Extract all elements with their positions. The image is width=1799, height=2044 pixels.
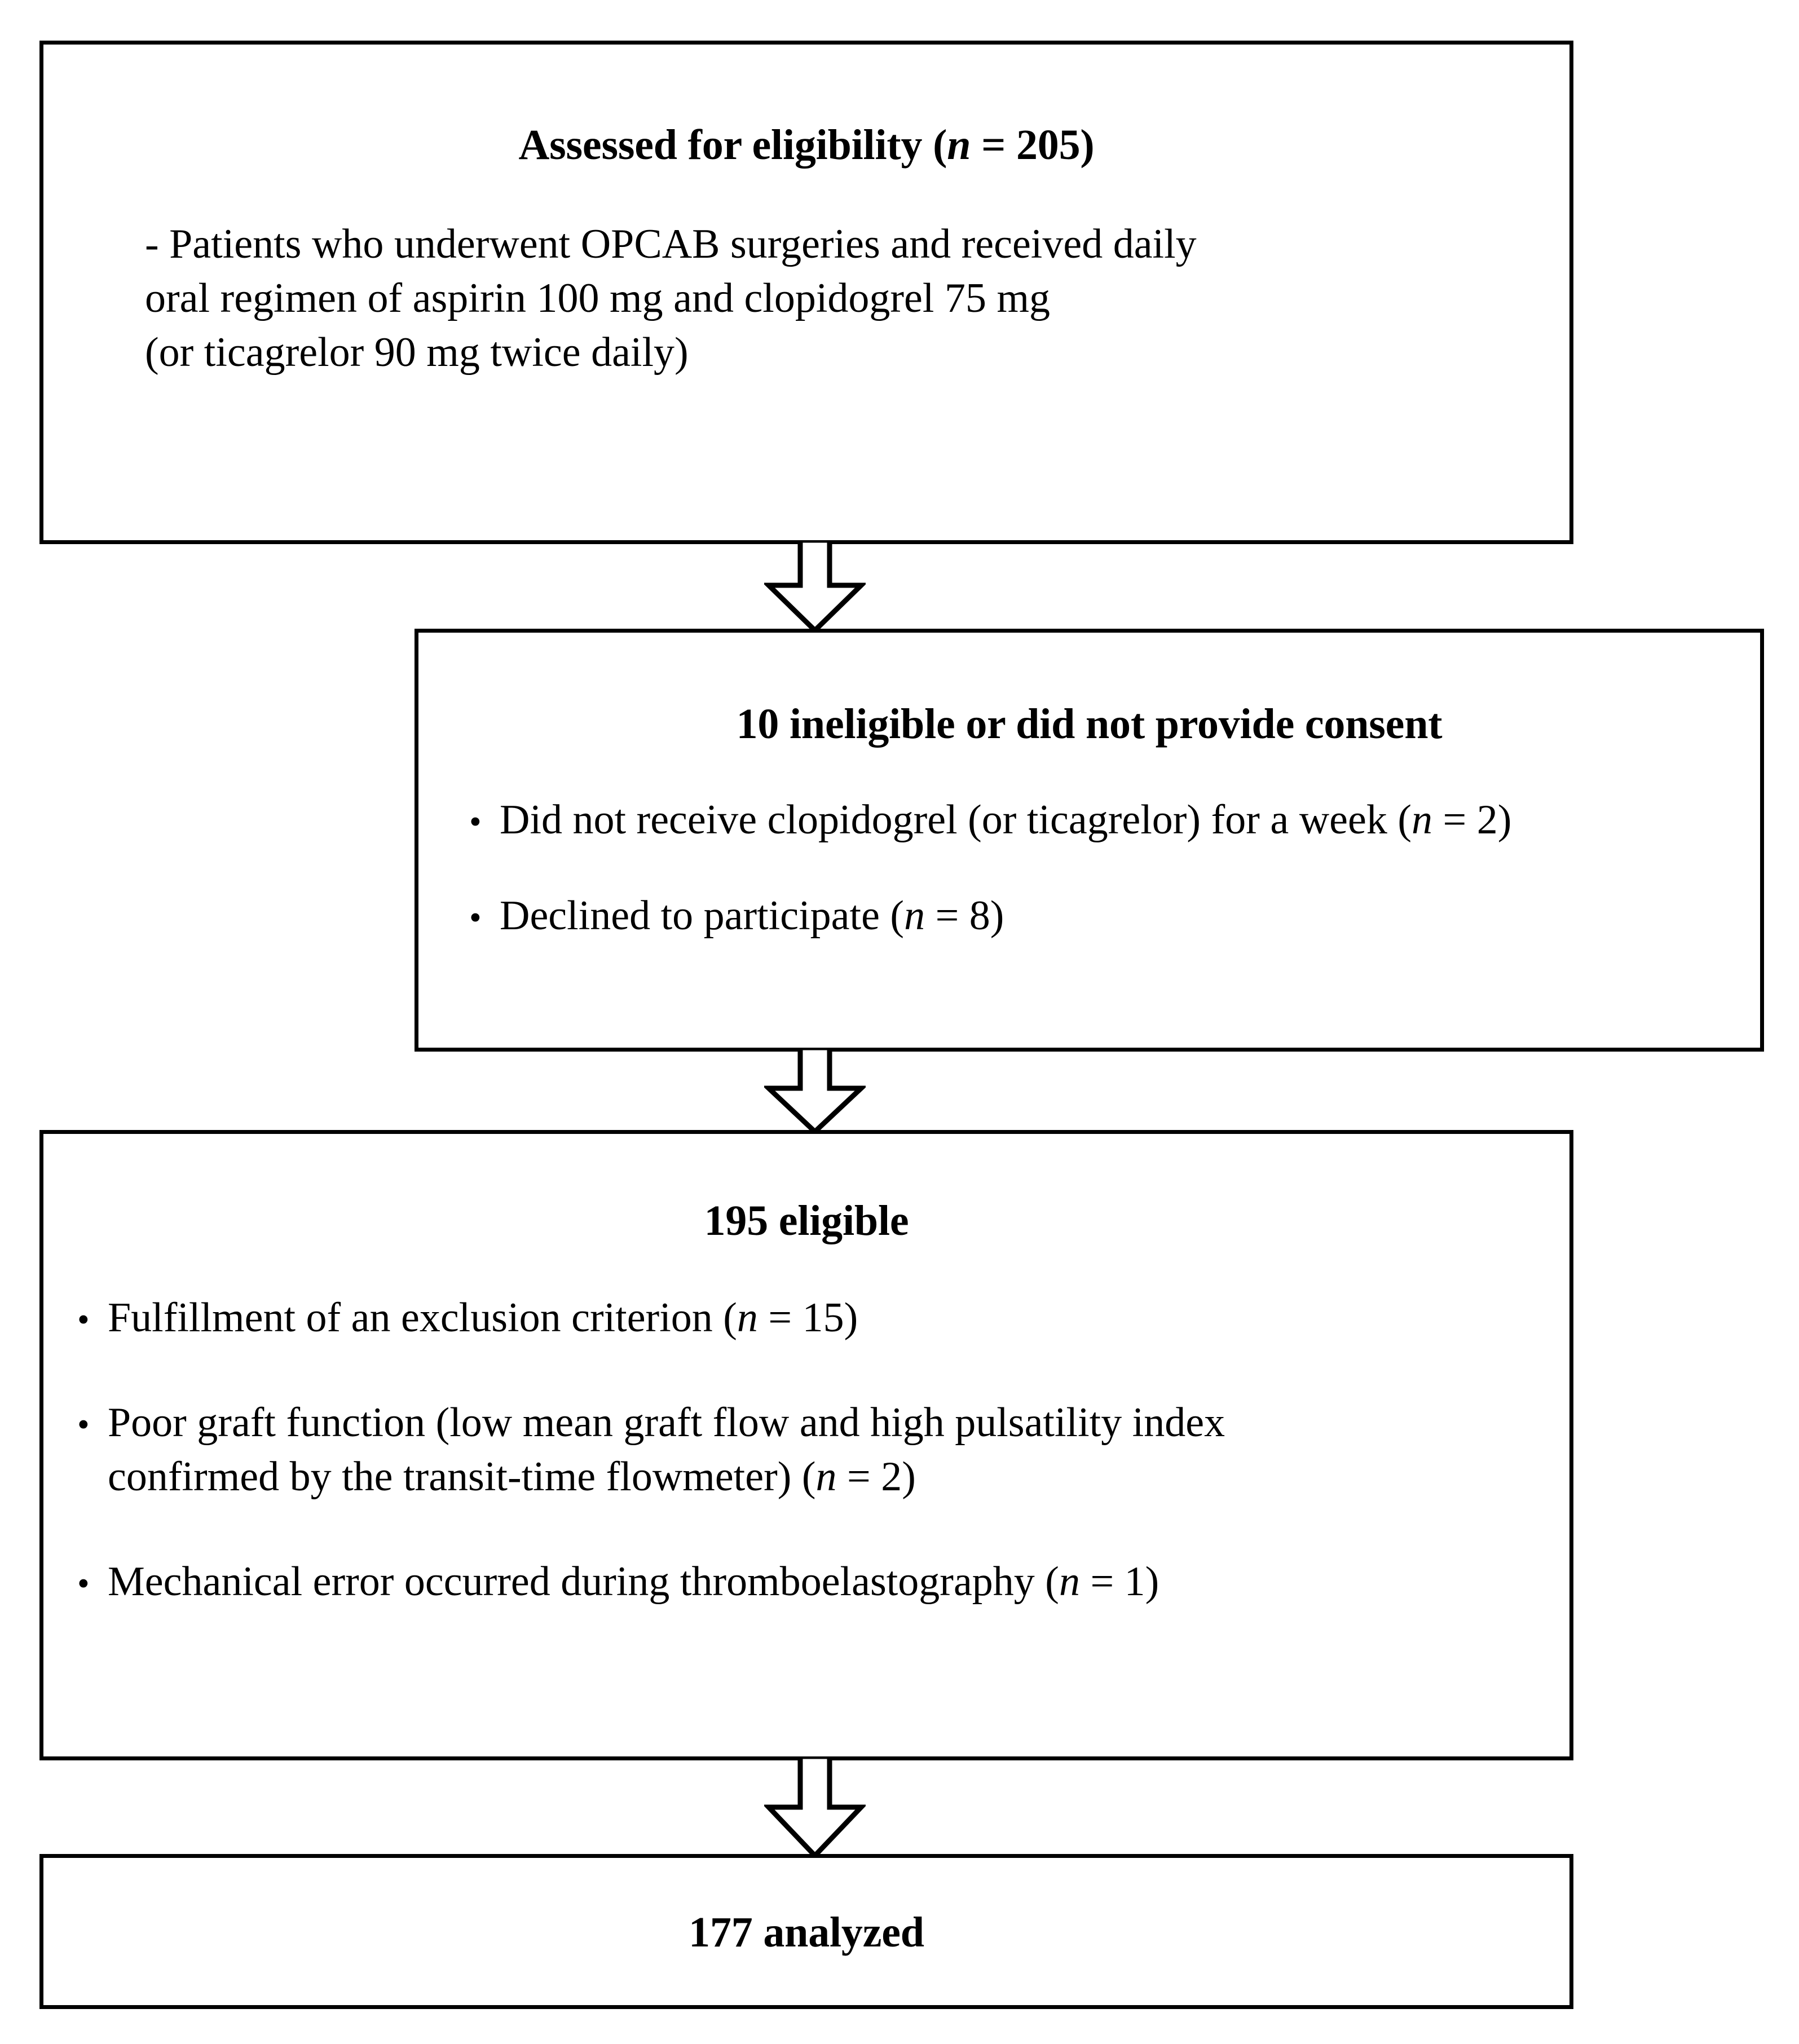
bullet-continuation-prefix: confirmed by the transit-time flowmeter)… <box>108 1454 816 1500</box>
bullet-continuation-line: confirmed by the transit-time flowmeter)… <box>77 1450 1569 1504</box>
bullet-text-prefix: Poor graft function (low mean graft flow… <box>108 1399 1225 1446</box>
bullet-italic-n: n <box>815 1454 837 1500</box>
flow-box-analyzed: 177 analyzed <box>39 1854 1573 2009</box>
body-line-3: (or ticagrelor 90 mg twice daily) <box>145 329 689 376</box>
bullet-italic-n: n <box>1059 1559 1080 1605</box>
bullet-text-suffix: = 2) <box>836 1454 916 1500</box>
bullet-text-prefix: Did not receive clopidogrel (or ticagrel… <box>500 796 1412 843</box>
down-arrow-icon <box>764 1756 866 1858</box>
box-title-assessed-prefix: Assessed for eligibility ( <box>518 121 947 169</box>
bullet-point-icon: • <box>469 802 482 841</box>
down-arrow-icon <box>764 540 866 633</box>
box-title-assessed-italic-n: n <box>947 121 971 169</box>
flow-box-eligible: 195 eligible • Fulfillment of an exclusio… <box>39 1130 1573 1760</box>
bullet-text-prefix: Declined to participate ( <box>500 892 905 939</box>
bullet-point-icon: • <box>77 1565 90 1604</box>
box-body-eligible: • Fulfillment of an exclusion criterion (… <box>43 1291 1569 1609</box>
bullet-item: • Poor graft function (low mean graft flo… <box>77 1396 1569 1504</box>
bullet-text-prefix: Fulfillment of an exclusion criterion ( <box>108 1294 737 1341</box>
box-title-assessed-suffix: = 205) <box>971 121 1095 169</box>
flow-box-ineligible-or-no-consent: 10 ineligible or did not provide consent… <box>415 629 1764 1052</box>
box-title-analyzed: 177 analyzed <box>689 1909 924 1956</box>
bullet-item: • Mechanical error occurred during thromb… <box>77 1555 1569 1609</box>
box-title-ineligible: 10 ineligible or did not provide consent <box>736 700 1443 748</box>
down-arrow-icon <box>764 1048 866 1134</box>
body-line-2: oral regimen of aspirin 100 mg and clopi… <box>145 275 1051 321</box>
bullet-point-icon: • <box>77 1300 90 1339</box>
bullet-italic-n: n <box>737 1294 758 1341</box>
bullet-text-suffix: = 2) <box>1432 796 1512 843</box>
bullet-item: • Fulfillment of an exclusion criterion (… <box>77 1291 1569 1345</box>
bullet-point-icon: • <box>77 1405 90 1444</box>
bullet-text-suffix: = 1) <box>1079 1559 1159 1605</box>
bullet-italic-n: n <box>1411 796 1432 843</box>
bullet-point-icon: • <box>469 898 482 937</box>
bullet-item: • Declined to participate (n = 8) <box>469 889 1760 943</box>
bullet-italic-n: n <box>904 892 925 939</box>
box-title-assessed: Assessed for eligibility (n = 205) <box>43 120 1569 171</box>
arrow-assessed-to-ineligible <box>764 540 866 633</box>
box-title-eligible: 195 eligible <box>704 1197 909 1244</box>
bullet-item: • Did not receive clopidogrel (or ticagre… <box>469 793 1760 847</box>
arrow-ineligible-to-eligible <box>764 1048 866 1134</box>
box-body-assessed: - Patients who underwent OPCAB surgeries… <box>43 217 1569 380</box>
box-body-ineligible: • Did not receive clopidogrel (or ticagre… <box>418 793 1760 943</box>
bullet-text-suffix: = 15) <box>757 1294 858 1341</box>
body-line-1: - Patients who underwent OPCAB surgeries… <box>145 220 1197 267</box>
bullet-text-suffix: = 8) <box>925 892 1004 939</box>
arrow-eligible-to-analyzed <box>764 1756 866 1858</box>
flow-box-assessed-for-eligibility: Assessed for eligibility (n = 205) - Pat… <box>39 41 1573 544</box>
bullet-text-prefix: Mechanical error occurred during thrombo… <box>108 1559 1059 1605</box>
